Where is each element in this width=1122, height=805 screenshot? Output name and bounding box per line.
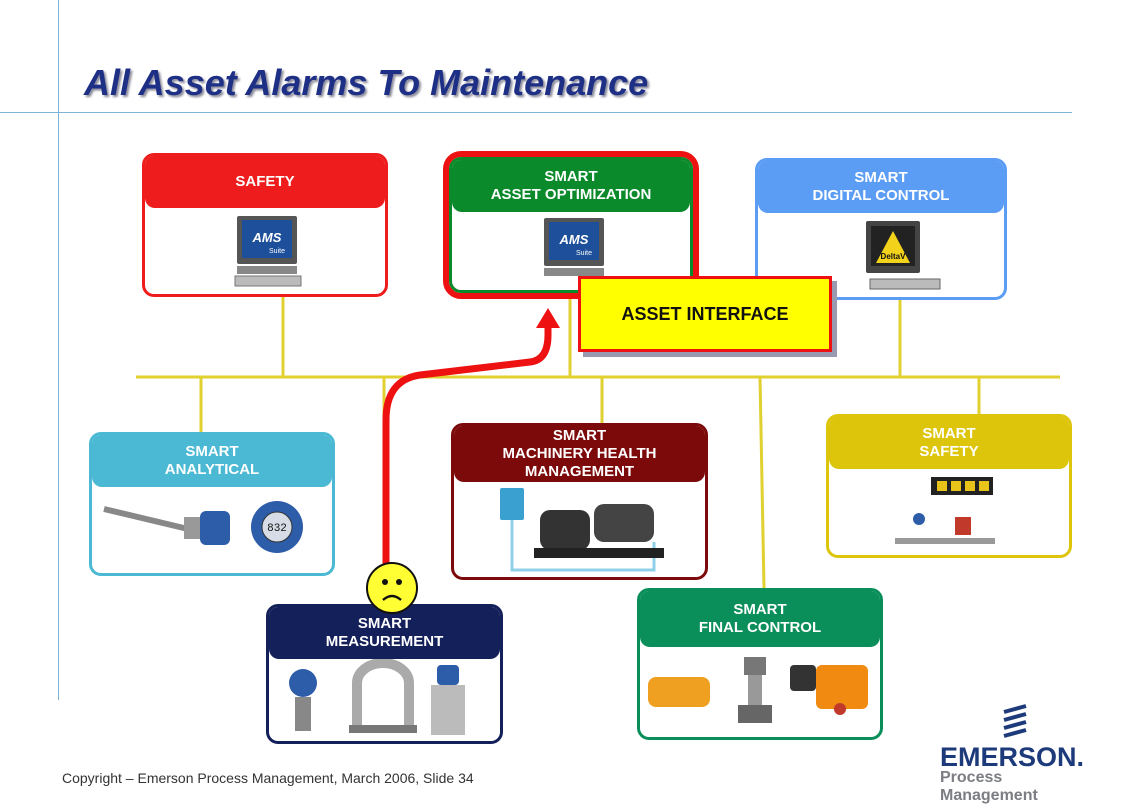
emerson-emblem-icon: [1003, 704, 1027, 738]
left-rule: [58, 0, 59, 700]
digital-control-line-2: DIGITAL CONTROL: [812, 187, 950, 204]
analytical-header: SMART ANALYTICAL: [92, 435, 332, 487]
machinery-health-line-2: MACHINERY HEALTH: [502, 445, 657, 462]
svg-text:832: 832: [267, 523, 287, 535]
alarm-arrow-head: [536, 308, 560, 328]
asset-interface-box: ASSET INTERFACE: [578, 276, 832, 352]
smart-safety-header: SMART SAFETY: [829, 417, 1069, 469]
valve-actuator-icons: [648, 657, 868, 723]
safety-box: SAFETY AMS Suite: [142, 153, 388, 297]
copyright-text: Copyright – Emerson Process Management, …: [62, 770, 474, 786]
machinery-health-box: SMART MACHINERY HEALTH MANAGEMENT: [451, 423, 708, 580]
svg-text:Suite: Suite: [269, 248, 285, 255]
analytical-line-1: SMART: [185, 443, 239, 460]
final-control-line-1: SMART: [733, 601, 787, 618]
ams-monitor-icon: AMS Suite: [234, 216, 302, 287]
asset-interface-label: ASSET INTERFACE: [621, 303, 789, 324]
asset-optimization-body: AMS Suite: [452, 212, 690, 290]
machinery-health-line-3: MANAGEMENT: [524, 463, 635, 480]
analyzer-probe-icon: 832: [103, 501, 303, 553]
emerson-wordmark: EMERSON.: [940, 742, 1085, 772]
machinery-health-body: [454, 482, 705, 577]
svg-text:Suite: Suite: [576, 250, 592, 257]
machinery-health-line-1: SMART: [552, 427, 607, 444]
asset-optimization-highlight: [443, 151, 699, 299]
analytical-line-2: ANALYTICAL: [164, 461, 260, 478]
drop-final-control: [758, 376, 766, 589]
measurement-header: SMART MEASUREMENT: [269, 607, 500, 659]
measurement-line-1: SMART: [357, 615, 412, 632]
deltav-monitor-icon: DeltaV: [866, 221, 941, 290]
asset-optimization-header: SMART ASSET OPTIMIZATION: [452, 160, 690, 212]
emerson-logo: EMERSON. Process Management: [938, 704, 1098, 804]
analytical-box: SMART ANALYTICAL 832: [89, 432, 335, 576]
asset-optimization-box: SMART ASSET OPTIMIZATION AMS Suite: [449, 157, 693, 293]
final-control-box: SMART FINAL CONTROL: [637, 588, 883, 740]
final-control-body: [640, 647, 880, 737]
digital-control-box: SMART DIGITAL CONTROL DeltaV: [755, 158, 1007, 300]
measurement-body: [269, 658, 500, 741]
ams-monitor-icon: AMS Suite: [544, 218, 604, 276]
transmitter-icons: [289, 658, 465, 735]
alarm-arrow: [382, 321, 552, 584]
smart-safety-line-2: SAFETY: [919, 443, 979, 460]
slide-title: All Asset Alarms To Maintenance: [84, 62, 649, 103]
digital-control-body: DeltaV: [758, 213, 1004, 297]
asset-optimization-line-2: ASSET OPTIMIZATION: [490, 186, 652, 203]
safety-body: AMS Suite: [145, 208, 385, 294]
final-control-line-2: FINAL CONTROL: [698, 619, 822, 636]
svg-text:AMS: AMS: [559, 232, 589, 247]
frown-face-features: [382, 579, 402, 601]
machinery-icon: [500, 488, 664, 572]
safety-logic-icon: [895, 477, 995, 544]
smart-safety-body: [829, 469, 1069, 555]
measurement-box: SMART MEASUREMENT: [266, 604, 503, 744]
safety-header: SAFETY: [145, 156, 385, 208]
process-management-wordmark: Process Management: [940, 769, 1038, 804]
digital-control-header: SMART DIGITAL CONTROL: [758, 161, 1004, 213]
svg-text:DeltaV: DeltaV: [881, 252, 907, 261]
analytical-body: 832: [92, 487, 332, 573]
measurement-line-2: MEASUREMENT: [325, 633, 444, 650]
safety-header-line: SAFETY: [235, 173, 295, 190]
frowning-face-icon: [366, 562, 418, 614]
svg-text:AMS: AMS: [252, 230, 282, 245]
smart-safety-box: SMART SAFETY: [826, 414, 1072, 558]
asset-optimization-line-1: SMART: [544, 168, 598, 185]
machinery-health-header: SMART MACHINERY HEALTH MANAGEMENT: [454, 426, 705, 482]
smart-safety-line-1: SMART: [922, 425, 976, 442]
title-rule: [0, 112, 1072, 113]
final-control-header: SMART FINAL CONTROL: [640, 591, 880, 647]
digital-control-line-1: SMART: [854, 169, 908, 186]
